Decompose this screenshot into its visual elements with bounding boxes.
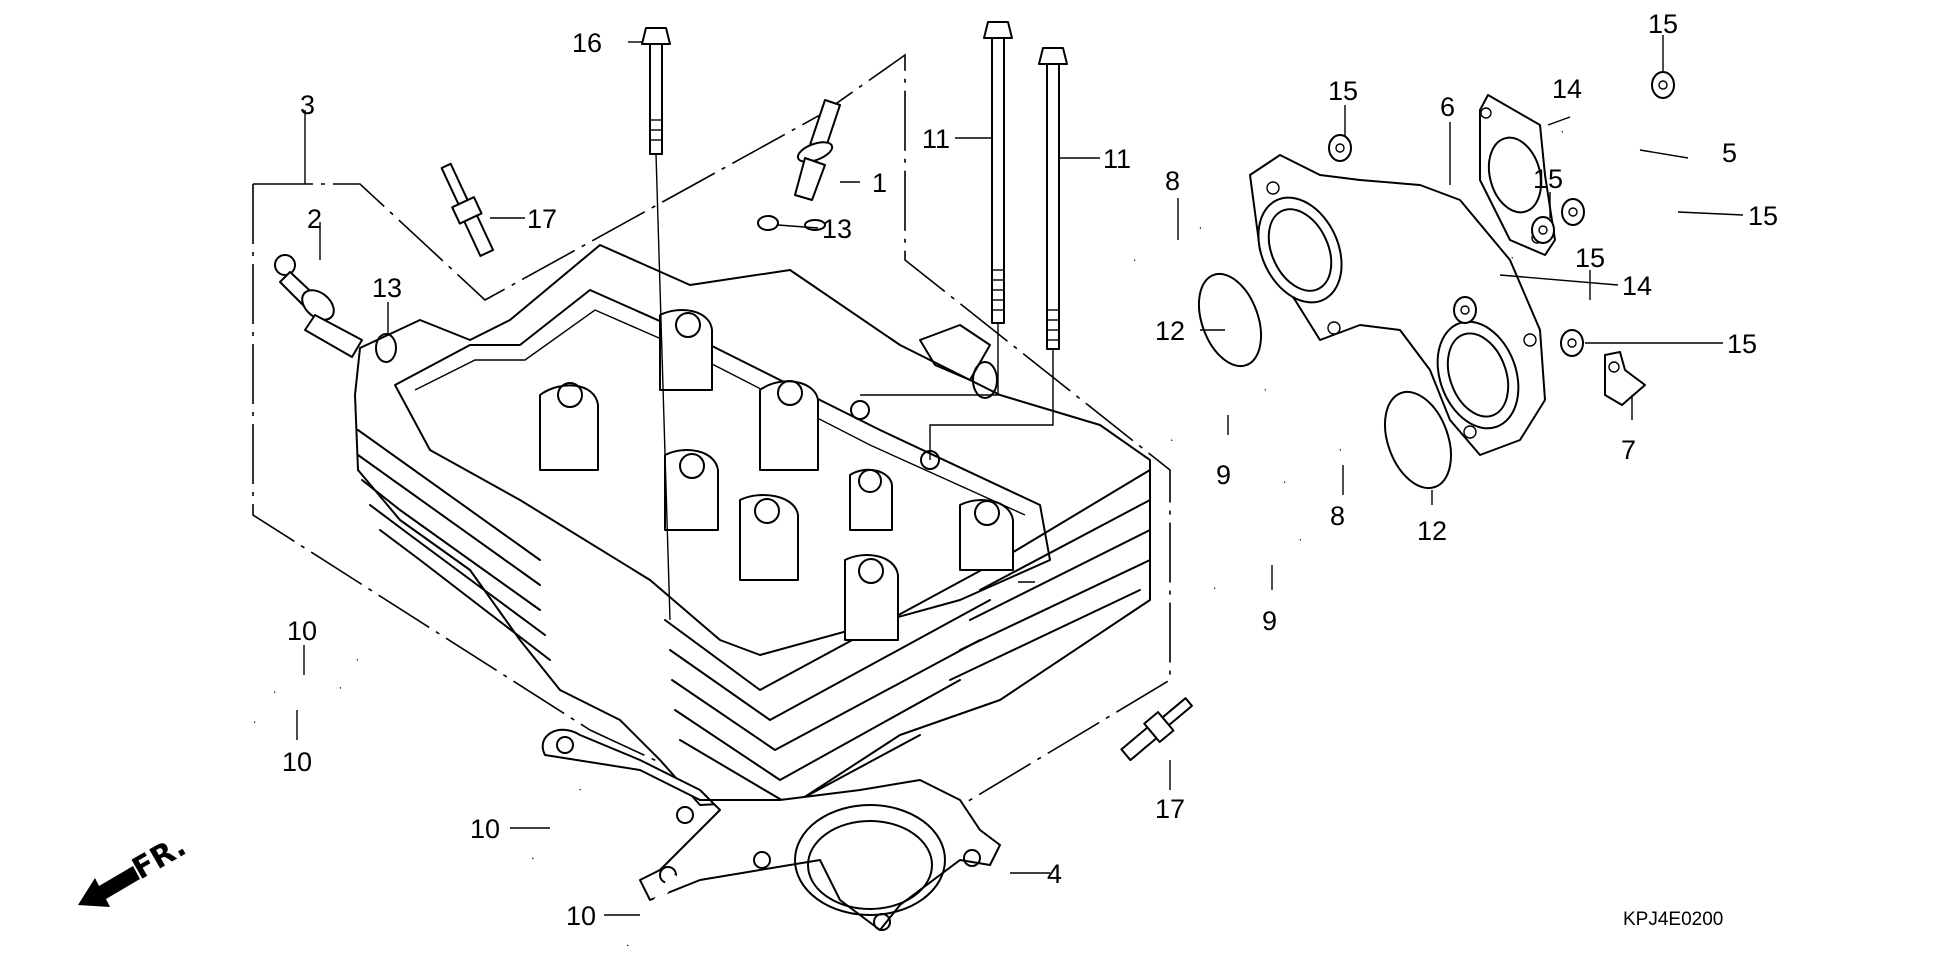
flange-bolt-16[interactable] — [641, 27, 671, 621]
flange-nut-15c[interactable] — [1531, 216, 1555, 244]
callout-15c[interactable]: 15 — [1533, 164, 1563, 194]
flange-nut-15d[interactable] — [1561, 198, 1585, 226]
stud-8a[interactable] — [1133, 224, 1202, 264]
callout-10a[interactable]: 10 — [287, 616, 317, 646]
valve-guide-1[interactable] — [794, 99, 841, 231]
o-ring-12a[interactable] — [1187, 265, 1272, 374]
callout-5[interactable]: 5 — [1722, 138, 1737, 168]
flange-bolt-11a[interactable] — [860, 21, 1013, 396]
stud-10c[interactable] — [529, 787, 584, 861]
callout-2[interactable]: 2 — [307, 204, 322, 234]
bracket-7[interactable] — [1604, 351, 1646, 406]
callout-11b[interactable]: 11 — [1103, 144, 1131, 174]
callout-10c[interactable]: 10 — [470, 814, 500, 844]
stud-9b[interactable] — [1213, 536, 1302, 592]
callout-7[interactable]: 7 — [1621, 435, 1636, 465]
callout-13a[interactable]: 13 — [372, 273, 402, 303]
callout-13b[interactable]: 13 — [822, 214, 852, 244]
cylinder-head[interactable] — [354, 244, 1151, 806]
callout-15b[interactable]: 15 — [1648, 9, 1678, 39]
callout-17b[interactable]: 17 — [1155, 794, 1185, 824]
leader-lines — [296, 35, 1744, 916]
flange-bolt-11b[interactable] — [929, 47, 1068, 460]
callout-14a[interactable]: 14 — [1552, 74, 1582, 104]
stud-10b[interactable] — [253, 684, 342, 726]
o-ring-12b[interactable] — [1373, 383, 1464, 497]
flange-nut-15f[interactable] — [1560, 329, 1584, 357]
callout-14b[interactable]: 14 — [1622, 271, 1652, 301]
front-arrow-icon — [78, 866, 140, 907]
callout-15a[interactable]: 15 — [1328, 76, 1358, 106]
cylinder-head-gasket[interactable] — [541, 728, 1001, 931]
flange-nut-15e[interactable] — [1453, 296, 1477, 324]
flange-nut-15b[interactable] — [1651, 71, 1675, 99]
callout-15f[interactable]: 15 — [1727, 329, 1757, 359]
callout-15e[interactable]: 15 — [1748, 201, 1778, 231]
callout-15d[interactable]: 15 — [1575, 243, 1605, 273]
callout-3[interactable]: 3 — [300, 90, 315, 120]
callout-labels: 1 2 3 4 5 6 7 8 8 9 9 10 10 10 10 11 11 … — [282, 9, 1778, 931]
spark-plug-17a[interactable] — [435, 161, 497, 258]
flange-nut-15a[interactable] — [1328, 134, 1352, 162]
callout-9a[interactable]: 9 — [1216, 460, 1231, 490]
o-ring-13b[interactable] — [757, 215, 779, 231]
callout-12b[interactable]: 12 — [1417, 516, 1447, 546]
callout-8b[interactable]: 8 — [1330, 501, 1345, 531]
callout-9b[interactable]: 9 — [1262, 606, 1277, 636]
callout-8a[interactable]: 8 — [1165, 166, 1180, 196]
callout-6[interactable]: 6 — [1440, 92, 1455, 122]
callout-12a[interactable]: 12 — [1155, 316, 1185, 346]
intake-manifold-6[interactable] — [1242, 154, 1546, 456]
o-ring-13a[interactable] — [375, 333, 397, 363]
callout-16[interactable]: 16 — [572, 28, 602, 58]
figure-code: KPJ4E0200 — [1623, 909, 1723, 930]
callout-11a[interactable]: 11 — [922, 124, 950, 154]
stud-10a[interactable] — [273, 656, 359, 696]
callout-17a[interactable]: 17 — [527, 204, 557, 234]
callout-4[interactable]: 4 — [1047, 859, 1062, 889]
callout-10d[interactable]: 10 — [566, 901, 596, 931]
callout-1[interactable]: 1 — [872, 168, 887, 198]
stud-8b[interactable] — [1282, 446, 1343, 486]
spark-plug-17b[interactable] — [1118, 693, 1196, 764]
front-direction-indicator: FR. — [78, 829, 192, 907]
stud-9a[interactable] — [1170, 386, 1267, 444]
callout-10b[interactable]: 10 — [282, 747, 312, 777]
stud-10d[interactable] — [624, 872, 679, 948]
valve-guide-2[interactable] — [274, 254, 363, 358]
